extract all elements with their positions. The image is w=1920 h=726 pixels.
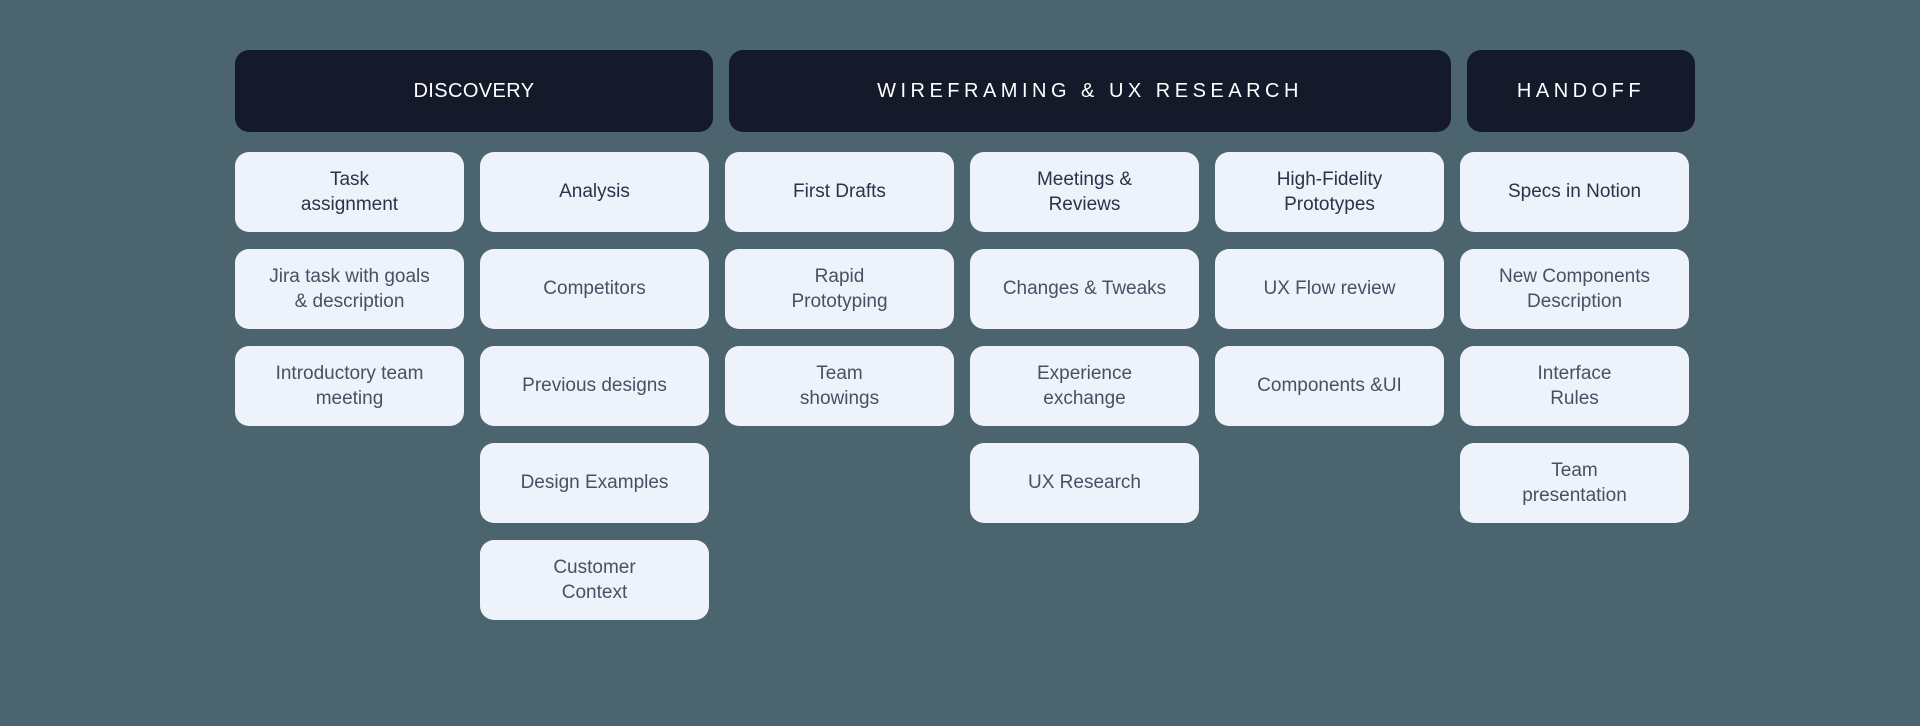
phase-header-discovery[interactable]: DISCOVERY (235, 50, 713, 132)
card-components-ui[interactable]: Components &UI (1215, 346, 1444, 426)
card-ux-flow-review[interactable]: UX Flow review (1215, 249, 1444, 329)
card-label: Interface Rules (1537, 362, 1612, 409)
card-team-showings[interactable]: Team showings (725, 346, 954, 426)
card-label: High-Fidelity Prototypes (1276, 168, 1383, 215)
card-label: Specs in Notion (1507, 181, 1642, 203)
card-label: UX Research (1028, 472, 1141, 494)
card-task-assignment[interactable]: Task assignment (235, 152, 464, 232)
card-slot-empty (235, 540, 464, 620)
card-label: Jira task with goals & description (269, 265, 430, 312)
card-introductory-team-meeting[interactable]: Introductory team meeting (235, 346, 464, 426)
card-grid: Task assignment Analysis First Drafts Me… (235, 152, 1689, 620)
card-design-examples[interactable]: Design Examples (480, 443, 709, 523)
card-slot-empty (1215, 540, 1444, 620)
card-label: Design Examples (520, 472, 669, 494)
card-interface-rules[interactable]: Interface Rules (1460, 346, 1689, 426)
card-label: Introductory team meeting (275, 362, 424, 409)
card-new-components-description[interactable]: New Components Description (1460, 249, 1689, 329)
card-first-drafts[interactable]: First Drafts (725, 152, 954, 232)
card-slot-empty (970, 540, 1199, 620)
card-slot-empty (1460, 540, 1689, 620)
card-slot-empty (235, 443, 464, 523)
phase-header-wireframing-ux-research-label: WIREFRAMING & UX RESEARCH (877, 80, 1303, 102)
card-experience-exchange[interactable]: Experience exchange (970, 346, 1199, 426)
card-label: Analysis (559, 181, 630, 203)
card-label: Previous designs (522, 375, 667, 397)
card-label: Customer Context (553, 556, 636, 603)
card-slot-empty (1215, 443, 1444, 523)
card-meetings-reviews[interactable]: Meetings & Reviews (970, 152, 1199, 232)
card-label: Components &UI (1257, 375, 1402, 397)
card-label: Experience exchange (1036, 362, 1133, 409)
phase-header-row: DISCOVERY WIREFRAMING & UX RESEARCH HAND… (235, 50, 1695, 132)
card-label: Rapid Prototyping (791, 265, 888, 312)
card-label: Team presentation (1522, 459, 1627, 506)
phase-header-handoff-label: HANDOFF (1516, 80, 1646, 102)
card-team-presentation[interactable]: Team presentation (1460, 443, 1689, 523)
card-ux-research[interactable]: UX Research (970, 443, 1199, 523)
card-label: New Components Description (1498, 265, 1651, 312)
card-specs-in-notion[interactable]: Specs in Notion (1460, 152, 1689, 232)
card-label: Meetings & Reviews (1036, 168, 1133, 215)
card-label: UX Flow review (1263, 278, 1396, 300)
card-label: Team showings (799, 362, 880, 409)
card-label: Task assignment (300, 168, 399, 215)
card-previous-designs[interactable]: Previous designs (480, 346, 709, 426)
card-label: First Drafts (793, 181, 886, 203)
card-label: Competitors (543, 278, 646, 300)
card-customer-context[interactable]: Customer Context (480, 540, 709, 620)
card-label: Changes & Tweaks (1002, 278, 1167, 300)
card-analysis[interactable]: Analysis (480, 152, 709, 232)
card-slot-empty (725, 540, 954, 620)
card-competitors[interactable]: Competitors (480, 249, 709, 329)
card-changes-tweaks[interactable]: Changes & Tweaks (970, 249, 1199, 329)
phase-header-handoff[interactable]: HANDOFF (1467, 50, 1695, 132)
card-slot-empty (725, 443, 954, 523)
card-jira-task-with-goals-description[interactable]: Jira task with goals & description (235, 249, 464, 329)
card-high-fidelity-prototypes[interactable]: High-Fidelity Prototypes (1215, 152, 1444, 232)
card-rapid-prototyping[interactable]: Rapid Prototyping (725, 249, 954, 329)
phase-header-discovery-label: DISCOVERY (413, 80, 535, 102)
phase-header-wireframing-ux-research[interactable]: WIREFRAMING & UX RESEARCH (729, 50, 1451, 132)
